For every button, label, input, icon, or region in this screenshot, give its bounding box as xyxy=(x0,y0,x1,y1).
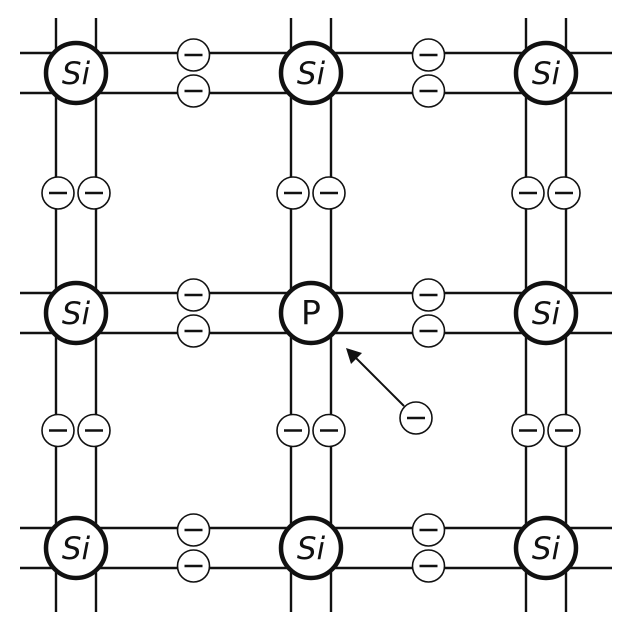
silicon-atom-ring xyxy=(513,515,579,581)
electron-h-2-0-bottom xyxy=(176,549,211,583)
silicon-atom-ring xyxy=(513,40,579,106)
electron-v-2-0-right xyxy=(547,176,581,210)
electrons-layer xyxy=(41,38,581,583)
arrow-shaft xyxy=(353,355,405,407)
electron-v-0-1-left xyxy=(41,413,75,448)
electron-h-2-1-top xyxy=(411,513,446,547)
electron-h-2-0-top xyxy=(176,513,211,547)
silicon-atom-0-1: Si xyxy=(278,40,344,106)
electron-v-2-0-left xyxy=(511,176,545,210)
phosphorus-atom-label: P xyxy=(301,293,321,332)
electron-h-0-0-top xyxy=(176,38,211,72)
electron-h-2-1-bottom xyxy=(411,549,446,583)
electron-h-1-1-bottom xyxy=(411,314,446,348)
electron-h-1-1-top xyxy=(411,278,446,312)
electron-v-1-1-left xyxy=(276,413,310,448)
electron-h-0-1-top xyxy=(411,38,446,72)
electron-h-1-0-top xyxy=(176,278,211,312)
electron-v-1-0-right xyxy=(312,176,346,210)
free-electron xyxy=(399,401,433,435)
electron-v-2-1-right xyxy=(547,413,581,448)
arrow-head xyxy=(346,348,362,364)
silicon-atom-ring xyxy=(513,280,579,346)
electron-h-0-0-bottom xyxy=(176,74,211,108)
silicon-atom-label: Si xyxy=(62,56,91,92)
silicon-atom-label: Si xyxy=(62,531,91,567)
phosphorus-atom-ring xyxy=(278,280,344,346)
silicon-atom-1-0: Si xyxy=(43,280,109,346)
free-electron-arrow xyxy=(346,348,405,407)
electron-v-1-1-right xyxy=(312,413,346,448)
silicon-atom-ring xyxy=(43,280,109,346)
silicon-atom-label: Si xyxy=(297,531,326,567)
free-electron-layer xyxy=(346,348,433,435)
silicon-atom-ring xyxy=(278,515,344,581)
silicon-atom-1-2: Si xyxy=(513,280,579,346)
silicon-atom-2-1: Si xyxy=(278,515,344,581)
electron-v-2-1-left xyxy=(511,413,545,448)
silicon-atom-2-0: Si xyxy=(43,515,109,581)
silicon-atom-ring xyxy=(278,40,344,106)
silicon-atom-0-2: Si xyxy=(513,40,579,106)
electron-h-1-0-bottom xyxy=(176,314,211,348)
silicon-atom-label: Si xyxy=(532,296,561,332)
silicon-atom-ring xyxy=(43,40,109,106)
phosphorus-atom: P xyxy=(278,280,344,346)
electron-h-0-1-bottom xyxy=(411,74,446,108)
silicon-atom-label: Si xyxy=(62,296,91,332)
silicon-atom-ring xyxy=(43,515,109,581)
electron-v-0-0-left xyxy=(41,176,75,210)
electron-v-1-0-left xyxy=(276,176,310,210)
silicon-atom-2-2: Si xyxy=(513,515,579,581)
electron-v-0-0-right xyxy=(77,176,111,210)
silicon-atom-0-0: Si xyxy=(43,40,109,106)
silicon-atom-label: Si xyxy=(532,531,561,567)
silicon-atom-label: Si xyxy=(532,56,561,92)
silicon-atom-label: Si xyxy=(297,56,326,92)
electron-v-0-1-right xyxy=(77,413,111,448)
